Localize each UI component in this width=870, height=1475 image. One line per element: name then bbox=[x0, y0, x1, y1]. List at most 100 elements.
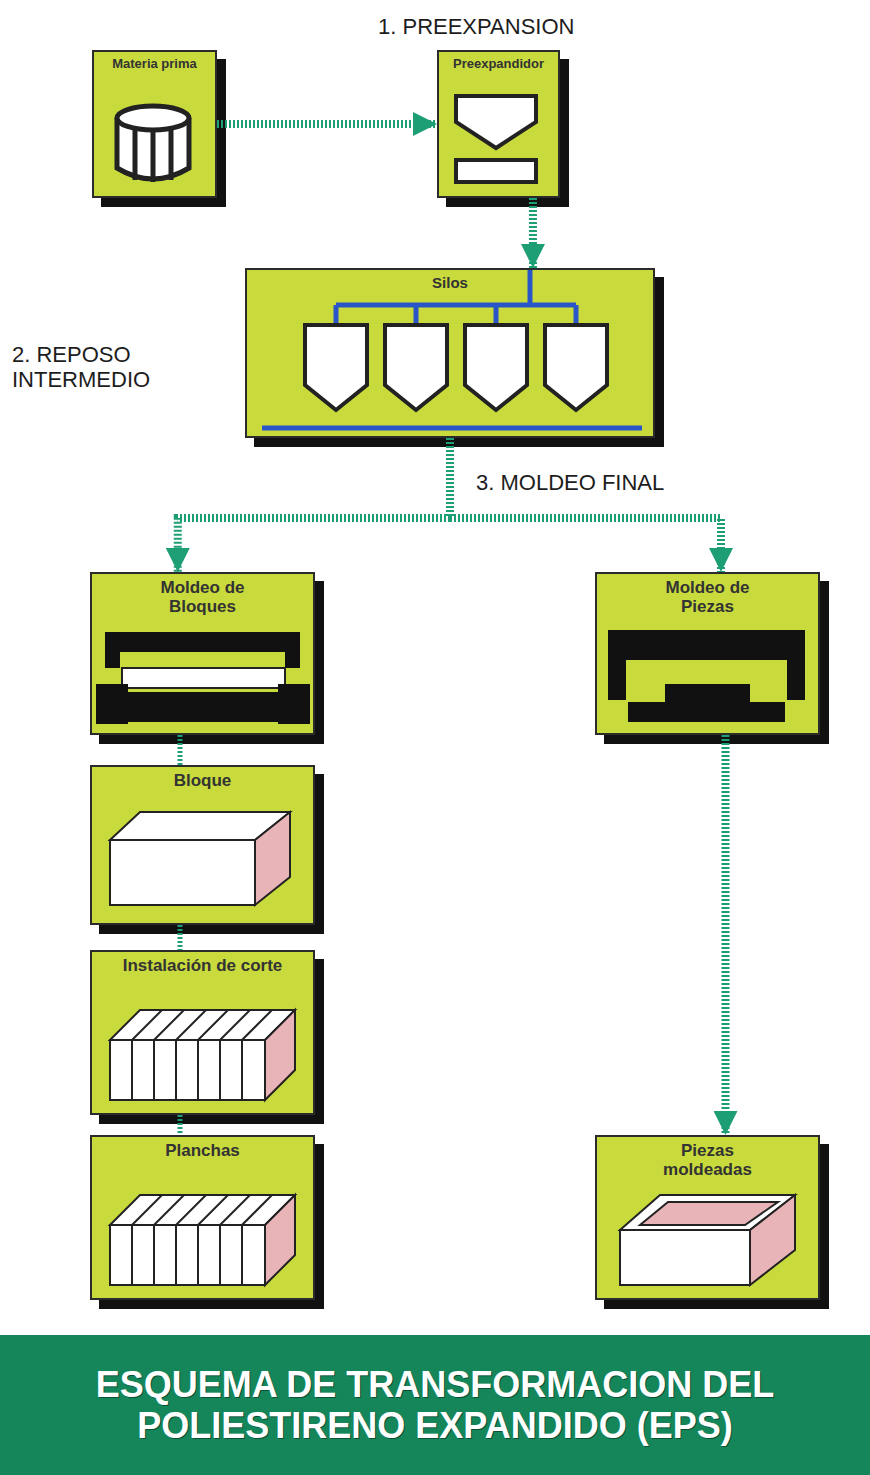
part-mould bbox=[608, 630, 805, 722]
block-mould bbox=[278, 684, 310, 724]
moulded-part-figure bbox=[640, 1202, 778, 1225]
flow-arrow bbox=[529, 198, 537, 268]
flow-arrow bbox=[450, 438, 721, 572]
silo-pipe bbox=[336, 268, 576, 323]
preexpander-hopper bbox=[456, 96, 536, 148]
cutting-unit-figure bbox=[110, 1040, 265, 1100]
silo-pipe bbox=[262, 268, 642, 428]
box-ground bbox=[437, 50, 569, 207]
title-band: ESQUEMA DE TRANSFORMACION DEL POLIESTIRE… bbox=[0, 1335, 870, 1475]
flow-arrow bbox=[178, 735, 183, 765]
box-title: Preexpandidor bbox=[442, 52, 555, 71]
raw-material-drum bbox=[117, 106, 189, 182]
preexpander-hopper bbox=[456, 160, 536, 182]
process-box: Piezas moldeadas bbox=[595, 1135, 820, 1300]
box-fill bbox=[437, 50, 560, 198]
box-ground bbox=[90, 765, 324, 934]
flow-arrow bbox=[722, 735, 730, 1135]
flow-arrow bbox=[178, 1115, 183, 1135]
sheets-figure bbox=[241, 1225, 243, 1285]
process-box: Bloque bbox=[90, 765, 315, 925]
box-ground bbox=[90, 50, 829, 1309]
box-fill bbox=[90, 765, 315, 925]
box-fill bbox=[90, 1135, 315, 1300]
silo bbox=[305, 325, 607, 410]
block-mould bbox=[105, 632, 300, 668]
silo bbox=[385, 325, 447, 410]
box-title: Moldeo de Bloques bbox=[133, 574, 273, 616]
flow-arrow bbox=[217, 120, 437, 128]
sheets-figure bbox=[110, 1195, 295, 1285]
block-mould bbox=[122, 668, 285, 688]
cutting-unit-figure bbox=[242, 1010, 272, 1040]
sheets-figure bbox=[131, 1225, 133, 1285]
sheets-figure bbox=[110, 1225, 265, 1285]
silo bbox=[305, 325, 367, 410]
sheets-figure bbox=[242, 1195, 272, 1225]
preexpander-hopper bbox=[456, 96, 536, 182]
moulded-part-figure bbox=[620, 1195, 795, 1285]
box-ground bbox=[92, 50, 226, 207]
sheets-figure bbox=[132, 1195, 272, 1285]
moulded-part-figure bbox=[620, 1230, 750, 1285]
process-box: Planchas bbox=[90, 1135, 315, 1300]
sheets-figure bbox=[175, 1225, 177, 1285]
block-figure bbox=[255, 812, 290, 905]
box-title: Silos bbox=[350, 270, 550, 292]
cutting-unit-figure bbox=[132, 1010, 272, 1100]
raw-material-drum bbox=[135, 130, 171, 182]
silo-pipe bbox=[262, 426, 642, 431]
process-box: Preexpandidor bbox=[437, 50, 560, 198]
cutting-unit-figure bbox=[197, 1040, 199, 1100]
process-box: Silos bbox=[245, 268, 655, 438]
box-title: Bloque bbox=[118, 767, 288, 791]
process-box: Instalación de corte bbox=[90, 950, 315, 1115]
raw-material-drum bbox=[117, 106, 189, 130]
cutting-unit-figure bbox=[153, 1040, 155, 1100]
box-title: Planchas bbox=[118, 1137, 288, 1161]
box-ground bbox=[90, 950, 324, 1124]
cutting-unit-figure bbox=[110, 1010, 295, 1100]
step-label: 3. MOLDEO FINAL bbox=[476, 470, 664, 495]
process-box: Materia prima bbox=[92, 50, 217, 198]
process-box: Moldeo de Piezas bbox=[595, 572, 820, 735]
box-ground bbox=[595, 572, 829, 744]
silo bbox=[465, 325, 527, 410]
cutting-unit-figure bbox=[241, 1040, 243, 1100]
box-fill bbox=[90, 950, 315, 1115]
box-fill bbox=[595, 1135, 820, 1300]
cutting-unit-figure bbox=[110, 1010, 295, 1040]
box-ground bbox=[245, 268, 664, 447]
box-title: Moldeo de Piezas bbox=[638, 574, 778, 616]
box-title: Instalación de corte bbox=[118, 952, 288, 976]
part-mould bbox=[628, 684, 785, 722]
sheets-figure bbox=[219, 1225, 221, 1285]
block-mould bbox=[96, 632, 310, 724]
block-figure bbox=[110, 812, 290, 905]
sheets-figure bbox=[110, 1195, 295, 1225]
sheets-figure bbox=[265, 1195, 295, 1285]
box-title: Piezas moldeadas bbox=[638, 1137, 778, 1179]
box-ground bbox=[90, 1135, 324, 1309]
box-ground bbox=[595, 1135, 829, 1309]
cutting-unit-figure bbox=[175, 1040, 177, 1100]
block-mould bbox=[128, 692, 278, 722]
box-ground bbox=[90, 572, 324, 744]
cutting-unit-figure bbox=[265, 1010, 295, 1100]
box-fill bbox=[92, 50, 217, 198]
cutting-unit-figure bbox=[219, 1040, 221, 1100]
process-box: Moldeo de Bloques bbox=[90, 572, 315, 735]
silo bbox=[545, 325, 607, 410]
sheets-figure bbox=[153, 1225, 155, 1285]
box-fill bbox=[595, 572, 820, 735]
sheets-figure bbox=[197, 1225, 199, 1285]
moulded-part-figure bbox=[750, 1195, 795, 1285]
step-label: 1. PREEXPANSION bbox=[378, 14, 574, 39]
box-fill bbox=[90, 572, 315, 735]
cutting-unit-figure bbox=[131, 1040, 133, 1100]
flow-arrow bbox=[178, 438, 450, 572]
box-fill bbox=[245, 268, 655, 438]
